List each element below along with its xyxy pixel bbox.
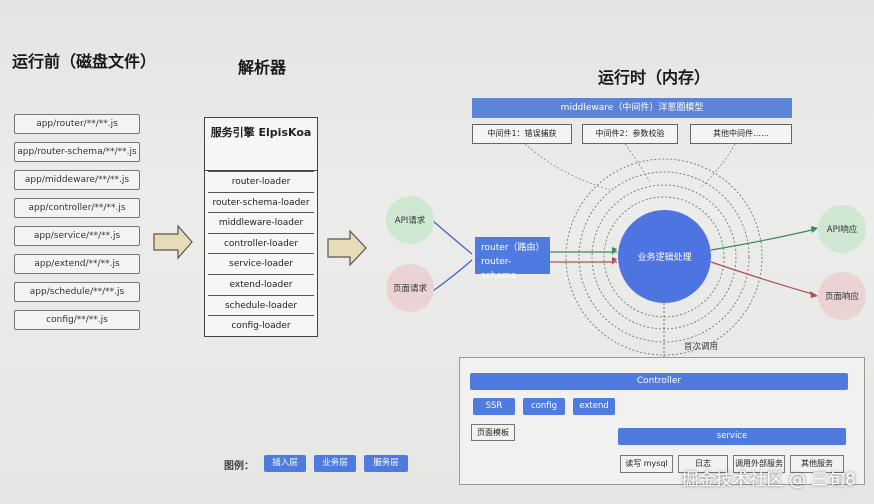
service-bar: service (618, 428, 846, 445)
service-external: 调用外部服务 (733, 455, 785, 473)
file-box-controller: app/controller/**/**.js (14, 198, 140, 218)
legend-label: 图例： (224, 461, 254, 472)
business-logic-core: 业务逻辑处理 (618, 210, 711, 303)
controller-extend: extend (573, 398, 615, 415)
middleware-param-check: 中间件2：参数校验 (582, 124, 678, 144)
file-box-router-schema: app/router-schema/**/**.js (14, 142, 140, 162)
hollow-arrow-2 (327, 229, 367, 267)
loader-middleware: middleware-loader (208, 212, 314, 233)
router-label: router（路由） (481, 243, 545, 253)
loader-router: router-loader (208, 171, 314, 192)
controller-bar: Controller (470, 373, 848, 390)
legend-service-layer: 服务层 (364, 455, 408, 472)
page-request-node: 页面请求 (386, 264, 434, 312)
middleware-other: 其他中间件…… (690, 124, 792, 144)
controller-ssr: SSR (473, 398, 515, 415)
page-response-node: 页面响应 (818, 272, 866, 320)
core-to-page-arrow (710, 261, 817, 296)
call-label: 首次调用 (684, 342, 719, 352)
loader-config: config-loader (208, 315, 314, 336)
title-before-run: 运行前（磁盘文件） (12, 52, 157, 71)
watermark: 掘金技术社区 @ 三旬8 (681, 470, 856, 490)
file-box-router: app/router/**/**.js (14, 114, 140, 134)
core-to-api-arrow (710, 228, 817, 251)
middleware-links (524, 143, 736, 191)
engine-title: 服务引擎 ElpisKoa (205, 118, 317, 171)
legend-insert-layer: 插入层 (264, 455, 306, 472)
file-box-middleware: app/middeware/**/**.js (14, 170, 140, 190)
page-template-box: 页面模板 (471, 424, 515, 441)
api-response-node: API响应 (818, 205, 866, 253)
loader-service: service-loader (208, 253, 314, 274)
loader-controller: controller-loader (208, 232, 314, 254)
request-links (432, 220, 473, 292)
loader-extend: extend-loader (208, 273, 314, 295)
engine-box: 服务引擎 ElpisKoa router-loader router-schem… (204, 117, 318, 337)
controller-config: config (523, 398, 565, 415)
file-box-service: app/service/**/**.js (14, 226, 140, 246)
file-box-schedule: app/schedule/**/**.js (14, 282, 140, 302)
title-parser: 解析器 (238, 58, 287, 77)
file-box-config: config/**/**.js (14, 310, 140, 330)
loader-router-schema: router-schema-loader (208, 191, 314, 213)
middleware-bar: middleware（中间件）洋葱圈模型 (472, 98, 792, 118)
loader-schedule: schedule-loader (208, 294, 314, 316)
service-log: 日志 (678, 455, 728, 473)
legend-business-layer: 业务层 (314, 455, 356, 472)
hollow-arrow-1 (153, 224, 193, 260)
router-box: router（路由） router-schema (475, 237, 550, 281)
api-request-node: API请求 (386, 196, 434, 244)
file-box-extend: app/extend/**/**.js (14, 254, 140, 274)
service-mysql: 读写 mysql (620, 455, 673, 473)
service-other: 其他服务 (790, 455, 844, 473)
router-schema-label: router-schema (481, 257, 517, 281)
title-runtime: 运行时（内存） (598, 68, 711, 87)
middleware-error-catch: 中间件1：错误捕获 (472, 124, 572, 144)
